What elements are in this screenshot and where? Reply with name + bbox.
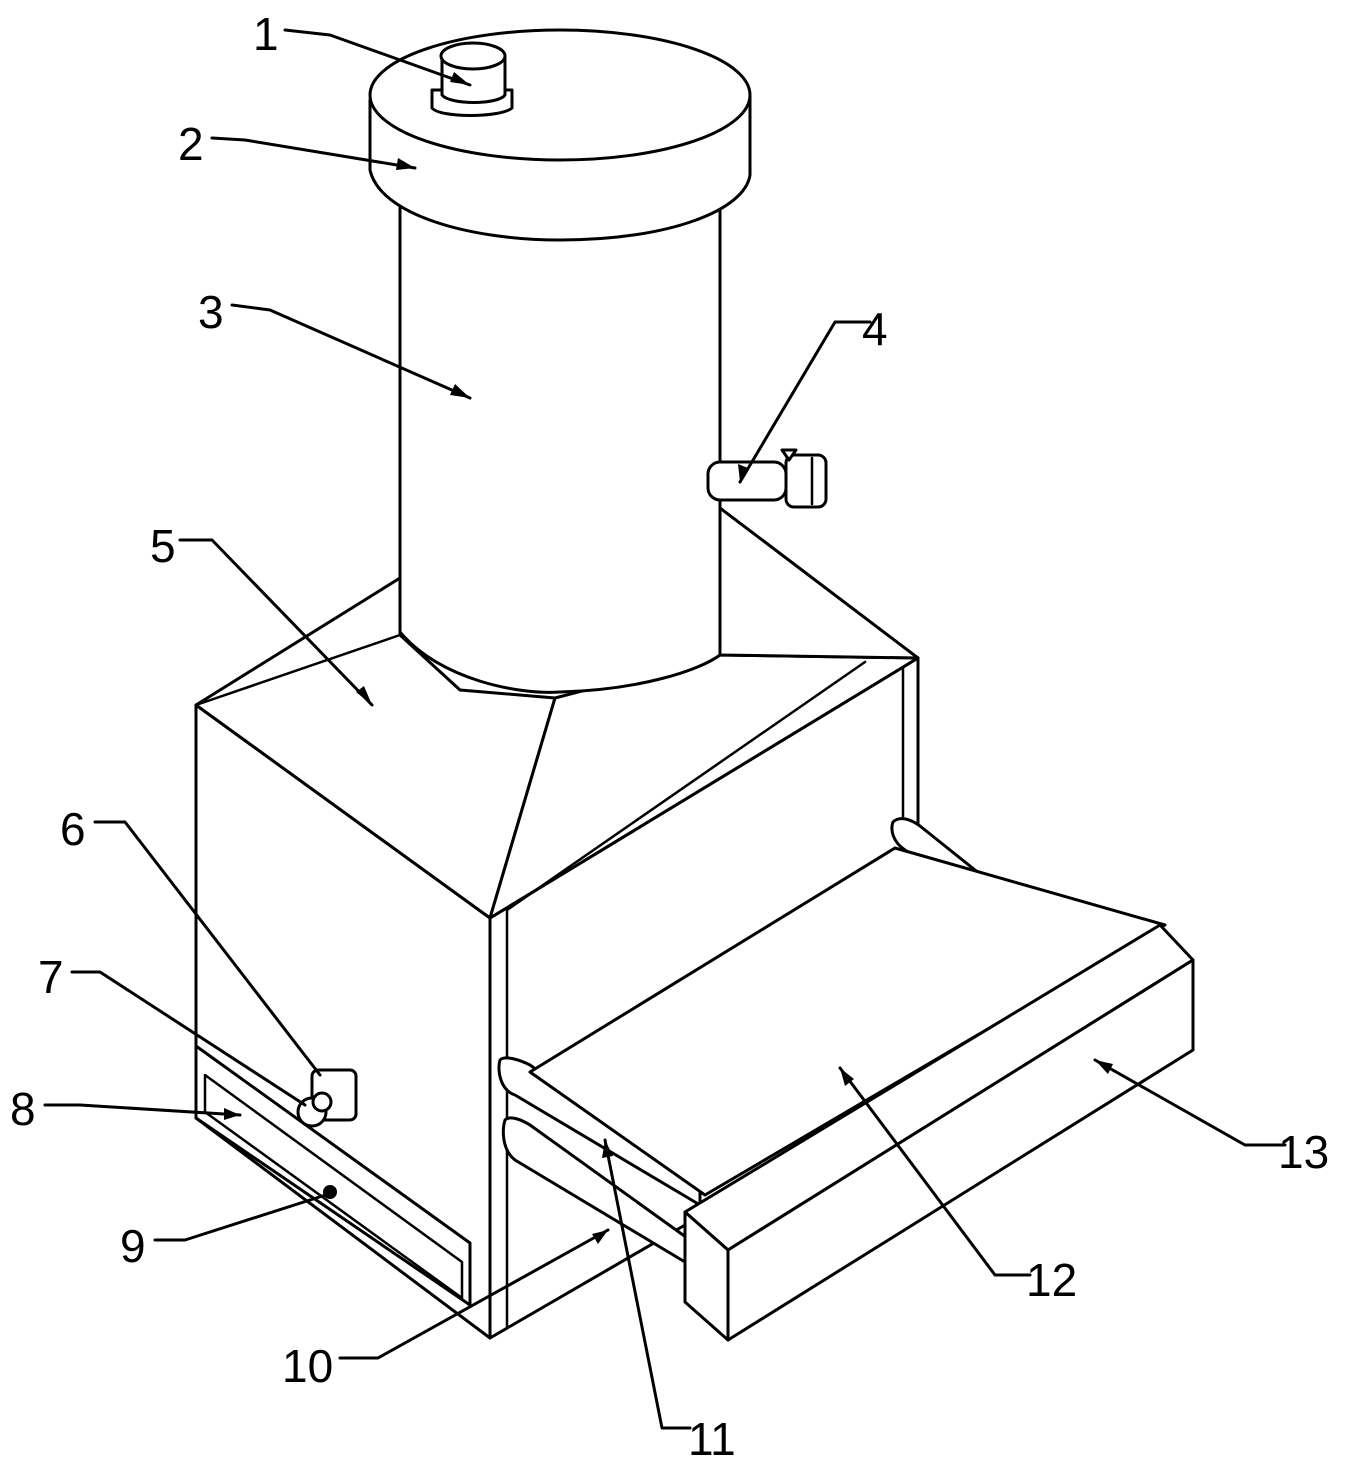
hopper-edge [194,633,402,707]
valve-head [784,453,828,509]
label-6: 6 [60,803,86,855]
small-valve-knob-inner [311,1091,333,1113]
arrow-10 [592,1230,608,1244]
panel-inner [203,1073,464,1300]
label-3: 3 [198,286,224,338]
hopper-back-right [718,506,920,660]
arrow-12 [840,1068,854,1086]
leader-7 [70,970,307,1107]
arrow-13 [1095,1060,1113,1074]
tray-bottom [528,846,1167,1197]
leader-1 [283,28,472,87]
leader-4 [738,320,872,484]
panel-top-line [194,1044,472,1245]
knob-top [439,41,507,71]
front-end [683,1210,730,1342]
label-13: 13 [1278,1126,1329,1178]
leader-11 [603,1138,692,1430]
knob [430,41,514,117]
label-10: 10 [282,1340,333,1392]
leader-2 [210,136,417,170]
label-5: 5 [150,520,176,572]
label-1: 1 [253,8,279,60]
leaders [43,28,1287,1430]
label-9: 9 [120,1220,146,1272]
arrow-8 [224,1108,240,1120]
label-7: 7 [38,951,64,1003]
knob-body [440,56,507,104]
drawer-front [683,923,1195,1342]
label-11: 11 [688,1413,736,1465]
label-2: 2 [178,118,204,170]
leader-8 [43,1103,242,1117]
lid [368,28,752,242]
leader-12 [838,1066,1032,1277]
leader-5 [178,538,374,707]
lower-panel [194,1044,472,1307]
dot-9 [323,1185,337,1199]
side-valve [706,448,828,509]
leader-13 [1093,1058,1287,1147]
hopper-rim-line-2 [488,656,920,920]
arrow-2 [396,158,415,170]
leader-10 [338,1228,610,1360]
label-12: 12 [1026,1254,1077,1306]
hopper-rim-line [505,660,867,912]
arrow-3 [450,384,470,398]
arrow-11 [602,1140,613,1158]
label-4: 4 [862,303,888,355]
leader-6 [93,820,322,1077]
cylinder [398,188,722,694]
cylinder-body [398,188,722,694]
arrow-4 [738,464,748,482]
rail-bottom-upper [497,1056,702,1207]
drawer-tray [528,846,1167,1197]
callout-numbers: 1 2 3 4 5 6 7 8 9 10 11 12 13 [10,8,1329,1465]
leader-9 [153,1190,337,1242]
arrow-1 [450,72,470,85]
valve-tip [780,448,798,462]
leader-3 [230,303,472,400]
arrow-5 [356,686,372,705]
label-8: 8 [10,1083,36,1135]
lid-top [368,28,752,162]
